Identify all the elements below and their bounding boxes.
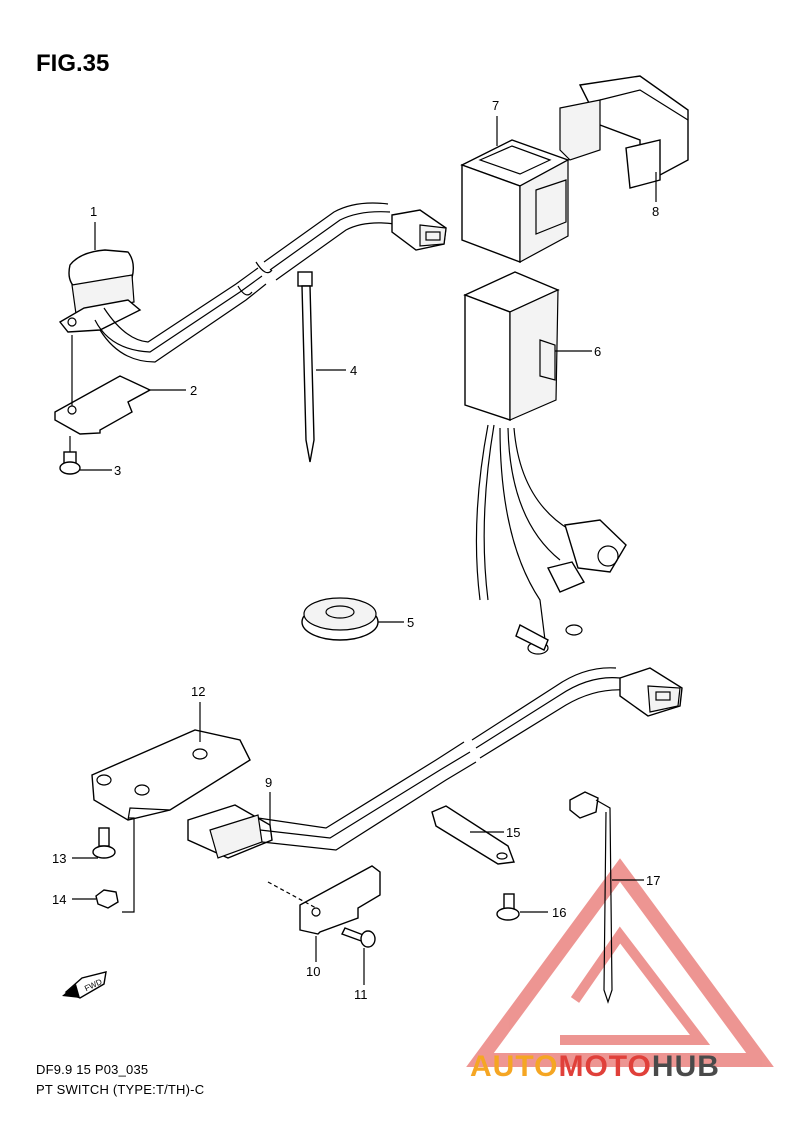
part-2-bracket <box>54 335 152 435</box>
part-14-nut <box>95 817 135 913</box>
part-11-screw <box>341 927 376 985</box>
watermark-logo: AUTOMOTOHUB <box>470 1050 720 1084</box>
callout-11: 11 <box>354 987 368 1002</box>
part-1-pt-switch <box>58 202 447 363</box>
callout-16: 16 <box>552 905 566 920</box>
callout-2: 2 <box>190 383 197 398</box>
leader-lines <box>72 116 657 913</box>
callout-14: 14 <box>52 892 66 907</box>
figure-code: DF9.9 15 P03_035 <box>36 1062 149 1077</box>
logo-part-hub: HUB <box>651 1050 720 1083</box>
callout-4: 4 <box>350 363 357 378</box>
callout-12: 12 <box>191 684 205 699</box>
part-9-harness <box>187 667 683 859</box>
callout-1: 1 <box>90 204 97 219</box>
part-16-bolt <box>496 893 520 921</box>
watermark-triangle <box>466 858 774 1067</box>
callout-13: 13 <box>52 851 66 866</box>
callout-10: 10 <box>306 964 320 979</box>
logo-part-auto: AUTO <box>470 1050 559 1083</box>
part-7-cover <box>460 139 570 264</box>
figure-title: FIG.35 <box>36 50 110 77</box>
part-8-holder <box>559 75 689 189</box>
callout-6: 6 <box>594 344 601 359</box>
part-13-bolt <box>92 827 116 859</box>
part-10-bracket <box>267 865 381 962</box>
figure-name: PT SWITCH (TYPE:T/TH)-C <box>36 1082 205 1097</box>
part-12-plate <box>91 702 251 821</box>
part-6-relay-module <box>463 271 627 655</box>
fwd-arrow: FWD <box>62 971 107 999</box>
callout-7: 7 <box>492 98 499 113</box>
logo-part-moto: MOTO <box>558 1050 652 1083</box>
part-15-strap <box>431 805 515 865</box>
part-17-sensor <box>569 791 613 1004</box>
part-3-screw <box>59 436 81 475</box>
callout-17: 17 <box>646 873 660 888</box>
part-4-cable-tie <box>297 271 315 463</box>
callout-15: 15 <box>506 825 520 840</box>
callout-5: 5 <box>407 615 414 630</box>
callout-8: 8 <box>652 204 659 219</box>
part-5-grommet <box>301 597 379 641</box>
callouts: 1 2 3 4 5 6 7 8 9 10 11 12 13 14 15 16 1… <box>52 98 660 1002</box>
callout-3: 3 <box>114 463 121 478</box>
callout-9: 9 <box>265 775 272 790</box>
